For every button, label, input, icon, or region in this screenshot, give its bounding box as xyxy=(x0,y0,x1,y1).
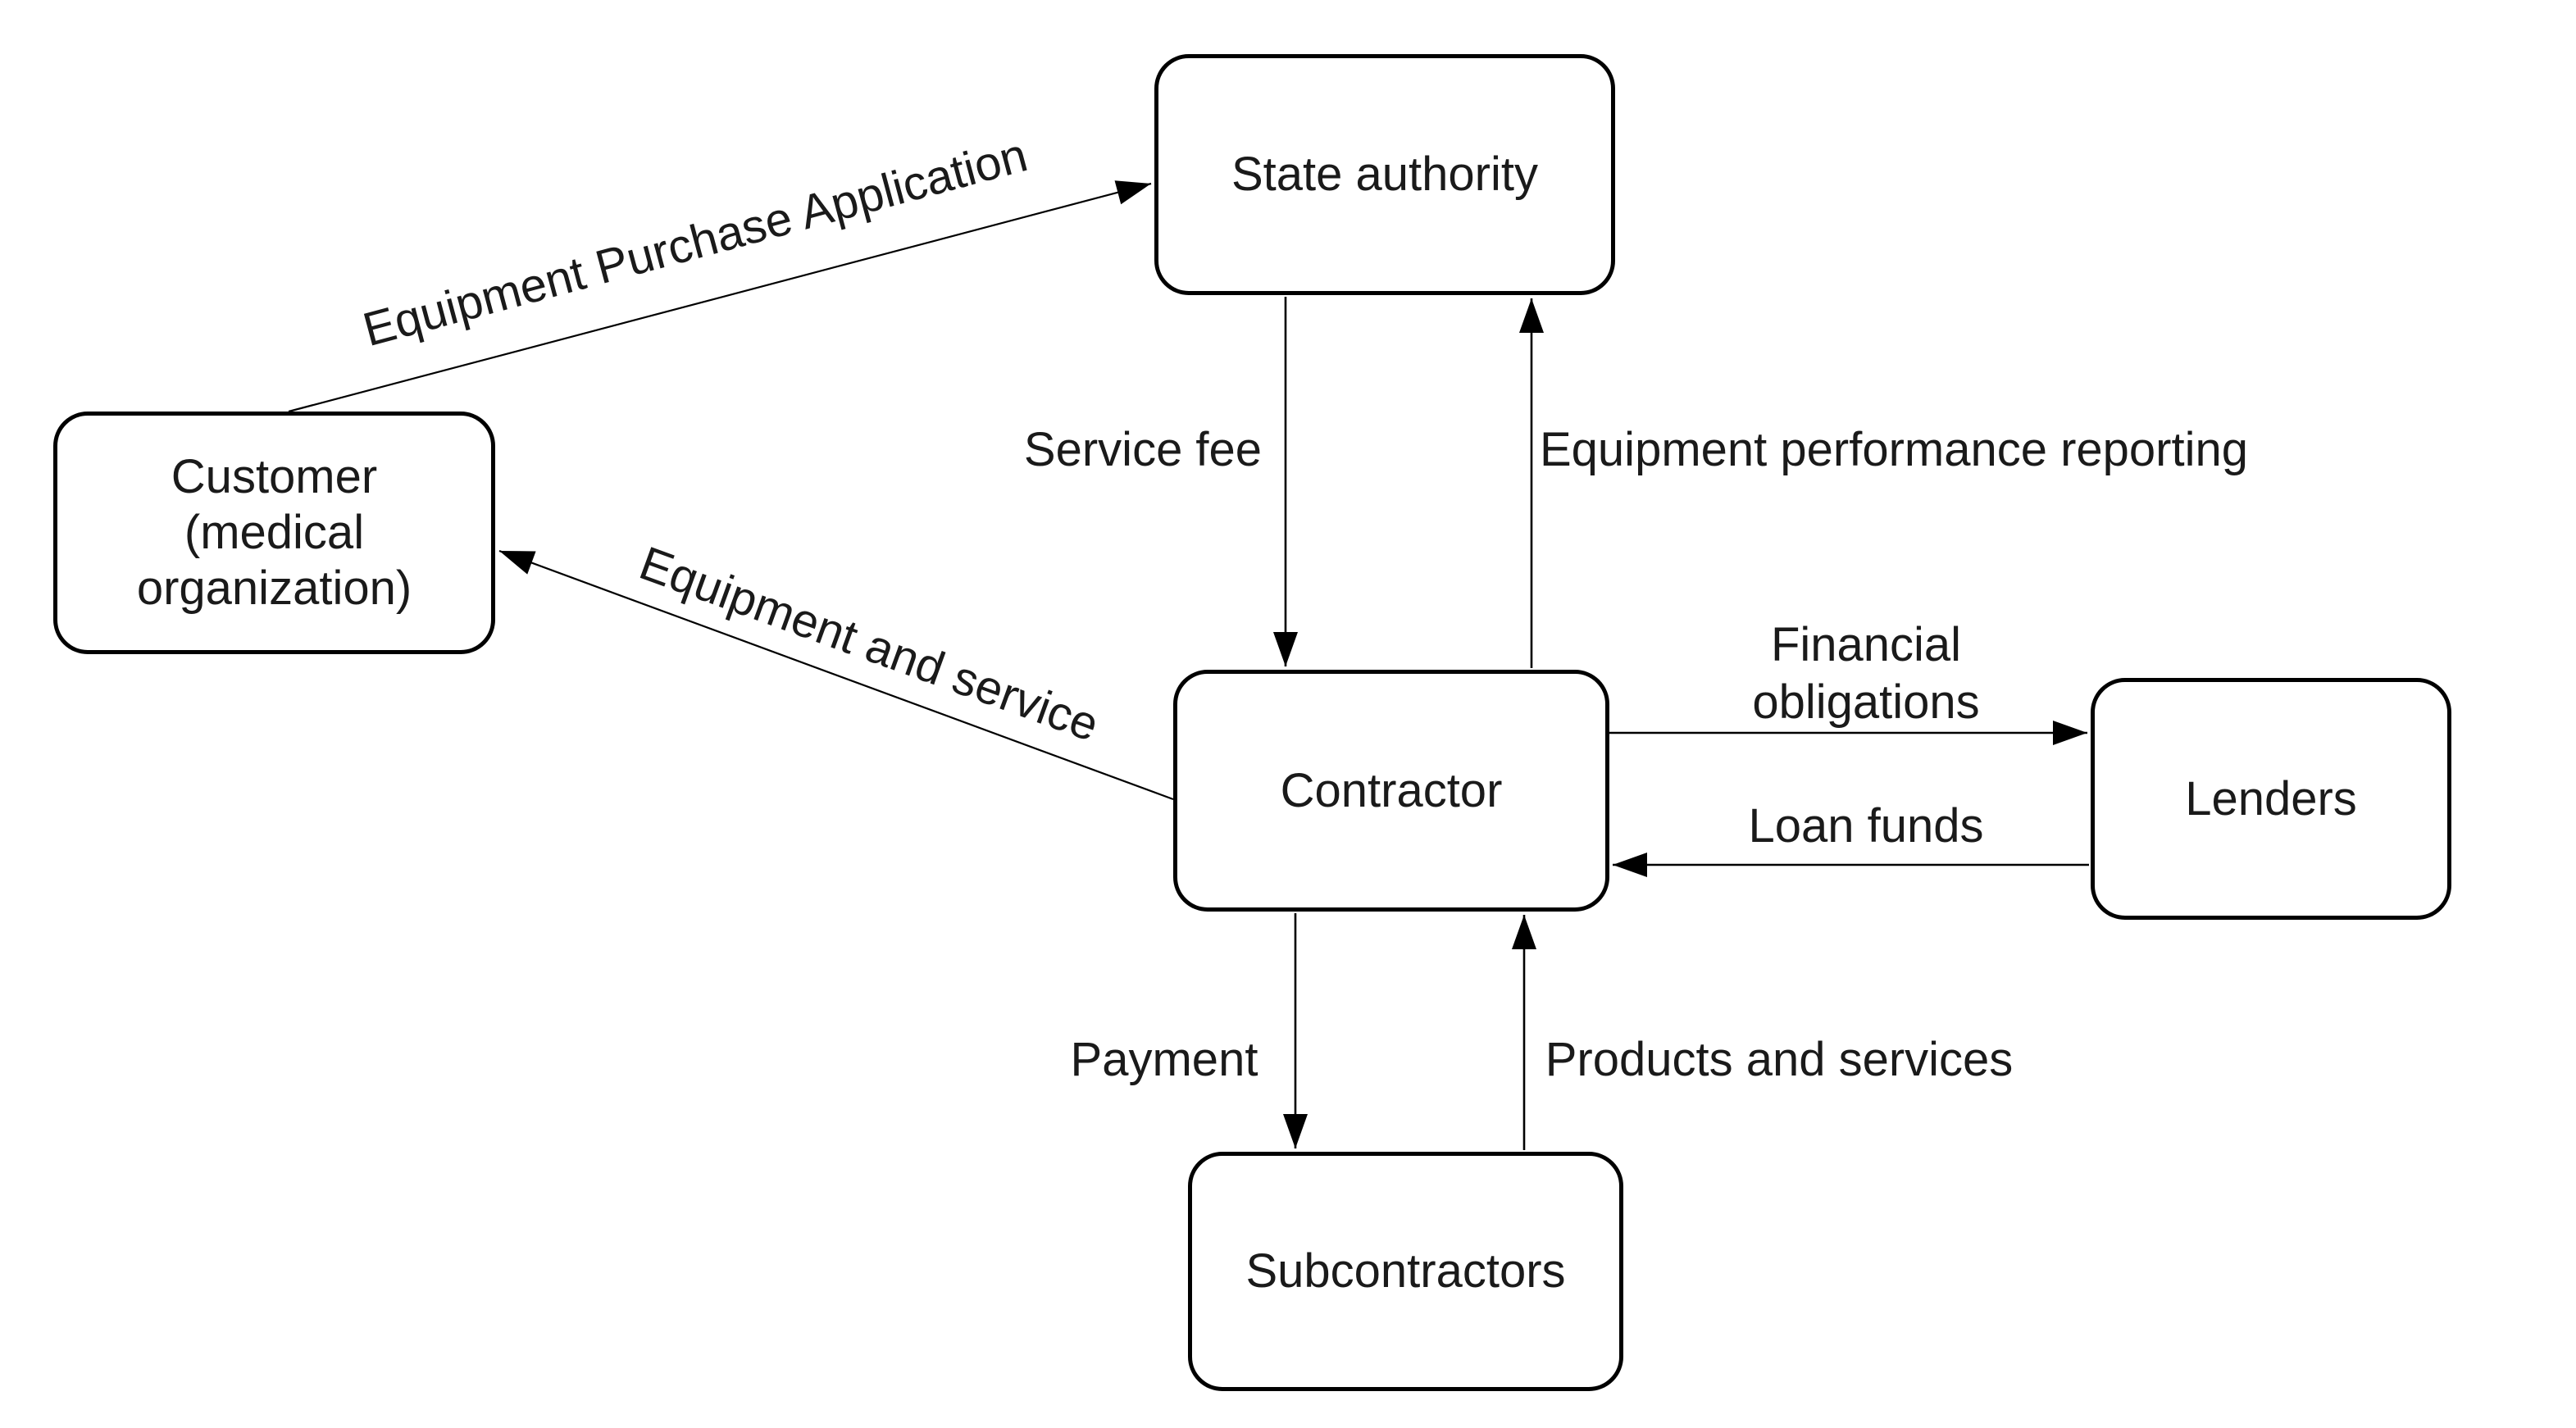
node-state-authority: State authority xyxy=(1154,54,1615,295)
node-customer: Customer (medical organization) xyxy=(53,412,495,654)
node-subcontractors: Subcontractors xyxy=(1188,1152,1623,1391)
edge-label-products-and-services: Products and services xyxy=(1545,1033,2014,1087)
edge-label-payment: Payment xyxy=(1070,1033,1258,1087)
arrow-equipment-and-service xyxy=(498,549,1174,801)
node-label: Subcontractors xyxy=(1245,1244,1566,1298)
node-label-line: organization) xyxy=(136,561,412,615)
node-label-line: (medical xyxy=(184,506,365,560)
edge-label-loan-funds: Loan funds xyxy=(1748,799,1984,853)
edge-label-equipment-performance-reporting: Equipment performance reporting xyxy=(1539,423,2249,477)
edge-label-line: Financial xyxy=(1770,618,1962,671)
node-label: State authority xyxy=(1231,148,1538,202)
node-label: Customer (medical organization) xyxy=(137,449,412,616)
arrow-equipment-purchase-application xyxy=(288,180,1152,413)
edge-label-line: obligations xyxy=(1752,675,1980,729)
node-label: Contractor xyxy=(1280,763,1503,817)
edge-label-service-fee: Service fee xyxy=(1023,423,1263,477)
node-contractor: Contractor xyxy=(1173,670,1609,912)
edge-label-financial-obligations: Financial obligations xyxy=(1579,616,2153,731)
node-lenders: Lenders xyxy=(2091,678,2451,920)
node-label: Lenders xyxy=(2185,771,2357,825)
node-label-line: Customer xyxy=(171,450,378,504)
